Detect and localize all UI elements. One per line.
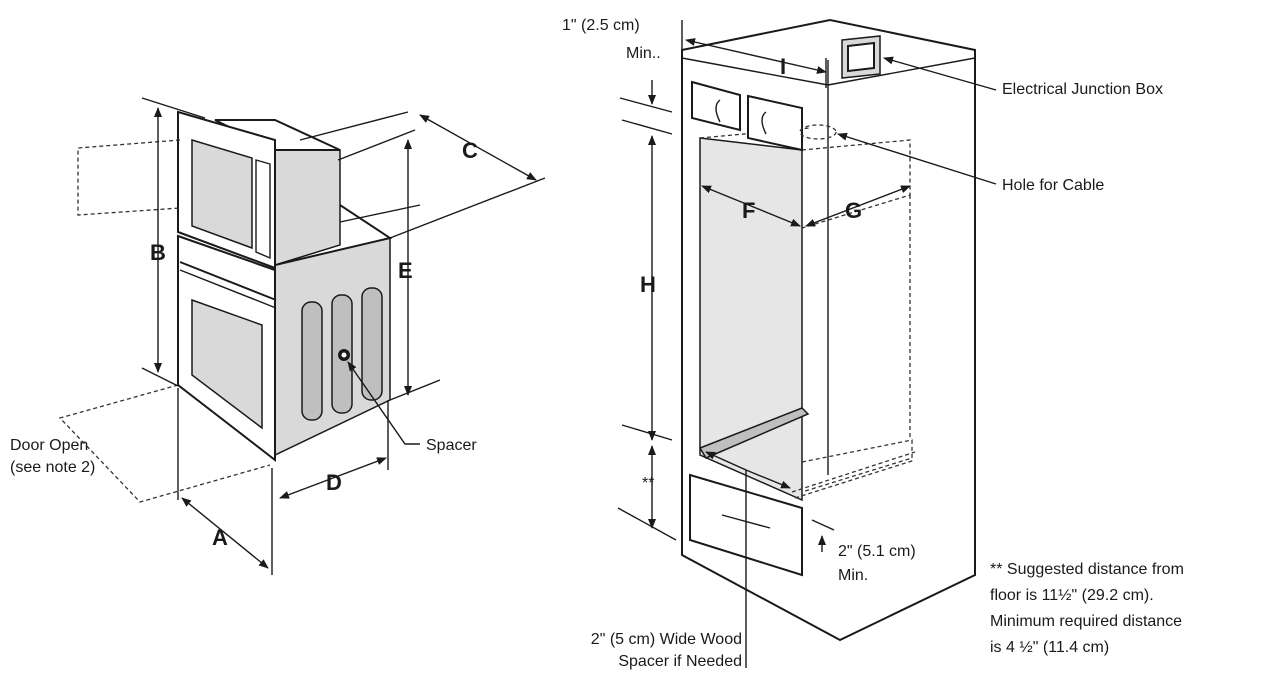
- note-line3: Minimum required distance: [990, 613, 1182, 630]
- note-line2: floor is 11½" (29.2 cm).: [990, 587, 1154, 604]
- hole-for-cable-label: Hole for Cable: [1002, 177, 1104, 194]
- cabinet-cutout-panel: [699, 137, 803, 502]
- junction-box-label: Electrical Junction Box: [1002, 81, 1163, 98]
- upper-cabinet-door-right: [747, 94, 803, 152]
- oven-window: [191, 298, 263, 430]
- label-f: F: [742, 198, 755, 223]
- note-line4: is 4 ½" (11.4 cm): [990, 639, 1109, 656]
- note-line1: ** Suggested distance from: [990, 561, 1184, 578]
- microwave-box-side: [274, 149, 341, 267]
- cabinet-unit: I H F G ** 1" (2.5 cm) Min.. Electrical …: [562, 17, 1184, 670]
- door-open-label-line1: Door Open: [10, 437, 88, 454]
- label-b: B: [150, 240, 166, 265]
- bottom-min-line2: Min.: [838, 567, 868, 584]
- label-h: H: [640, 272, 656, 297]
- label-i: I: [780, 54, 786, 79]
- microwave-door-open-outline: [77, 139, 181, 216]
- top-min-line1: 1" (2.5 cm): [562, 17, 640, 34]
- microwave-window: [191, 138, 253, 250]
- label-double-star: **: [642, 475, 654, 492]
- top-min-line2: Min..: [626, 45, 661, 62]
- oven-unit: B E C A D Door Open (see note 2) Spacer: [10, 97, 546, 575]
- label-d: D: [326, 470, 342, 495]
- label-e: E: [398, 258, 413, 283]
- label-g: G: [845, 198, 862, 223]
- microwave-control-panel: [255, 159, 271, 260]
- label-a: A: [212, 525, 228, 550]
- wood-spacer-line2: Spacer if Needed: [618, 653, 742, 670]
- wood-spacer: [698, 407, 810, 459]
- side-vent-1: [301, 301, 323, 421]
- wood-spacer-line1: 2" (5 cm) Wide Wood: [591, 631, 742, 648]
- label-c: C: [462, 138, 478, 163]
- cable-hole: [799, 124, 837, 140]
- oven-handle: [179, 261, 277, 301]
- side-vent-3: [361, 287, 383, 401]
- bottom-min-line1: 2" (5.1 cm): [838, 543, 916, 560]
- spacer-label: Spacer: [426, 437, 477, 454]
- door-open-label-line2: (see note 2): [10, 459, 95, 476]
